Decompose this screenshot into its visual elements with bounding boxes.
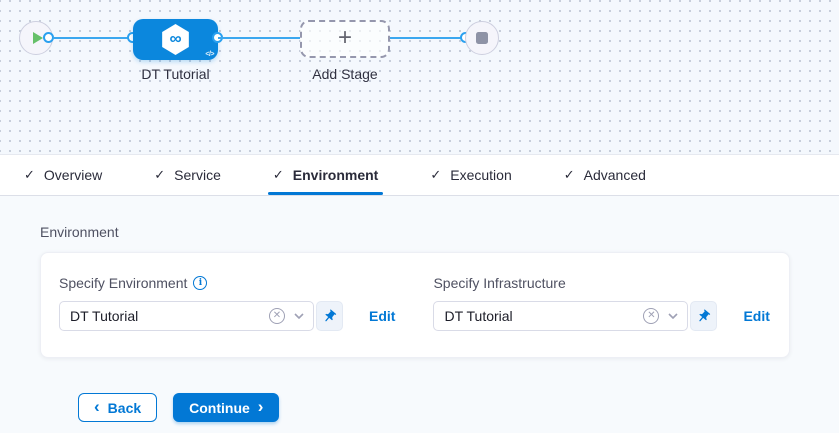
check-icon: ✓: [272, 167, 284, 182]
chevron-right-icon: ›: [257, 397, 264, 416]
chevron-down-icon: [668, 313, 679, 319]
tab-label: Overview: [43, 167, 103, 183]
info-icon[interactable]: i: [193, 276, 208, 290]
tab-label: Execution: [450, 167, 512, 183]
environment-panel: Environment Specify Environment i DT Tut…: [0, 196, 839, 433]
tab-label: Environment: [292, 167, 379, 183]
check-icon: ✓: [563, 167, 575, 182]
infrastructure-field-group: Specify Infrastructure DT Tutorial ✕ Edi…: [433, 275, 770, 331]
environment-pin-button[interactable]: [316, 301, 343, 331]
check-icon: ✓: [154, 167, 166, 182]
infrastructure-field-label: Specify Infrastructure: [433, 275, 566, 291]
clear-icon[interactable]: ✕: [643, 308, 660, 324]
connector-line: [218, 37, 300, 39]
tab-overview[interactable]: ✓ Overview: [24, 155, 102, 195]
tab-environment[interactable]: ✓ Environment: [267, 155, 384, 195]
chevron-left-icon: ‹: [94, 397, 100, 416]
wizard-footer: ‹ Back Continue ›: [40, 358, 839, 422]
tab-advanced[interactable]: ✓ Advanced: [564, 155, 646, 195]
pin-icon: [699, 309, 711, 321]
environment-select[interactable]: DT Tutorial ✕: [59, 301, 314, 331]
tab-label: Service: [174, 167, 221, 183]
pin-icon: [325, 309, 337, 321]
back-button[interactable]: ‹ Back: [78, 393, 158, 422]
pipeline-end-node[interactable]: [465, 21, 499, 55]
code-icon: </>: [205, 51, 214, 58]
stage-config-tabbar: ✓ Overview ✓ Service ✓ Environment ✓ Exe…: [0, 155, 839, 196]
tab-execution[interactable]: ✓ Execution: [430, 155, 511, 195]
add-stage-label: Add Stage: [312, 66, 378, 82]
play-icon: [32, 32, 43, 44]
section-title: Environment: [40, 224, 119, 240]
tab-service[interactable]: ✓ Service: [154, 155, 221, 195]
infinity-icon: ∞: [169, 29, 182, 48]
harness-stage-icon: ∞: [162, 24, 189, 55]
infrastructure-pin-button[interactable]: [690, 301, 718, 331]
pipeline-canvas: ∞ </> DT Tutorial + Add Stage: [0, 0, 839, 155]
environment-edit-link[interactable]: Edit: [369, 308, 396, 324]
stop-icon: [476, 32, 488, 44]
check-icon: ✓: [430, 167, 442, 182]
infrastructure-edit-link[interactable]: Edit: [743, 308, 770, 324]
connector-line: [53, 37, 133, 39]
check-icon: ✓: [24, 167, 35, 182]
environment-field-group: Specify Environment i DT Tutorial ✕ Edit: [59, 275, 395, 331]
environment-field-label: Specify Environment: [59, 275, 188, 291]
connector-line: [390, 37, 466, 39]
continue-button[interactable]: Continue ›: [173, 393, 280, 422]
tab-label: Advanced: [583, 167, 646, 183]
add-stage-button[interactable]: +: [300, 20, 390, 58]
plus-icon: +: [337, 23, 352, 51]
stage-node-dt-tutorial[interactable]: ∞ </>: [133, 19, 218, 60]
chevron-down-icon: [294, 313, 304, 319]
environment-select-value: DT Tutorial: [70, 308, 139, 324]
infrastructure-select[interactable]: DT Tutorial ✕: [433, 301, 689, 331]
stage-name-label: DT Tutorial: [141, 66, 210, 82]
environment-card: Specify Environment i DT Tutorial ✕ Edit: [40, 252, 790, 358]
infrastructure-select-value: DT Tutorial: [444, 308, 513, 324]
clear-icon[interactable]: ✕: [269, 308, 285, 324]
